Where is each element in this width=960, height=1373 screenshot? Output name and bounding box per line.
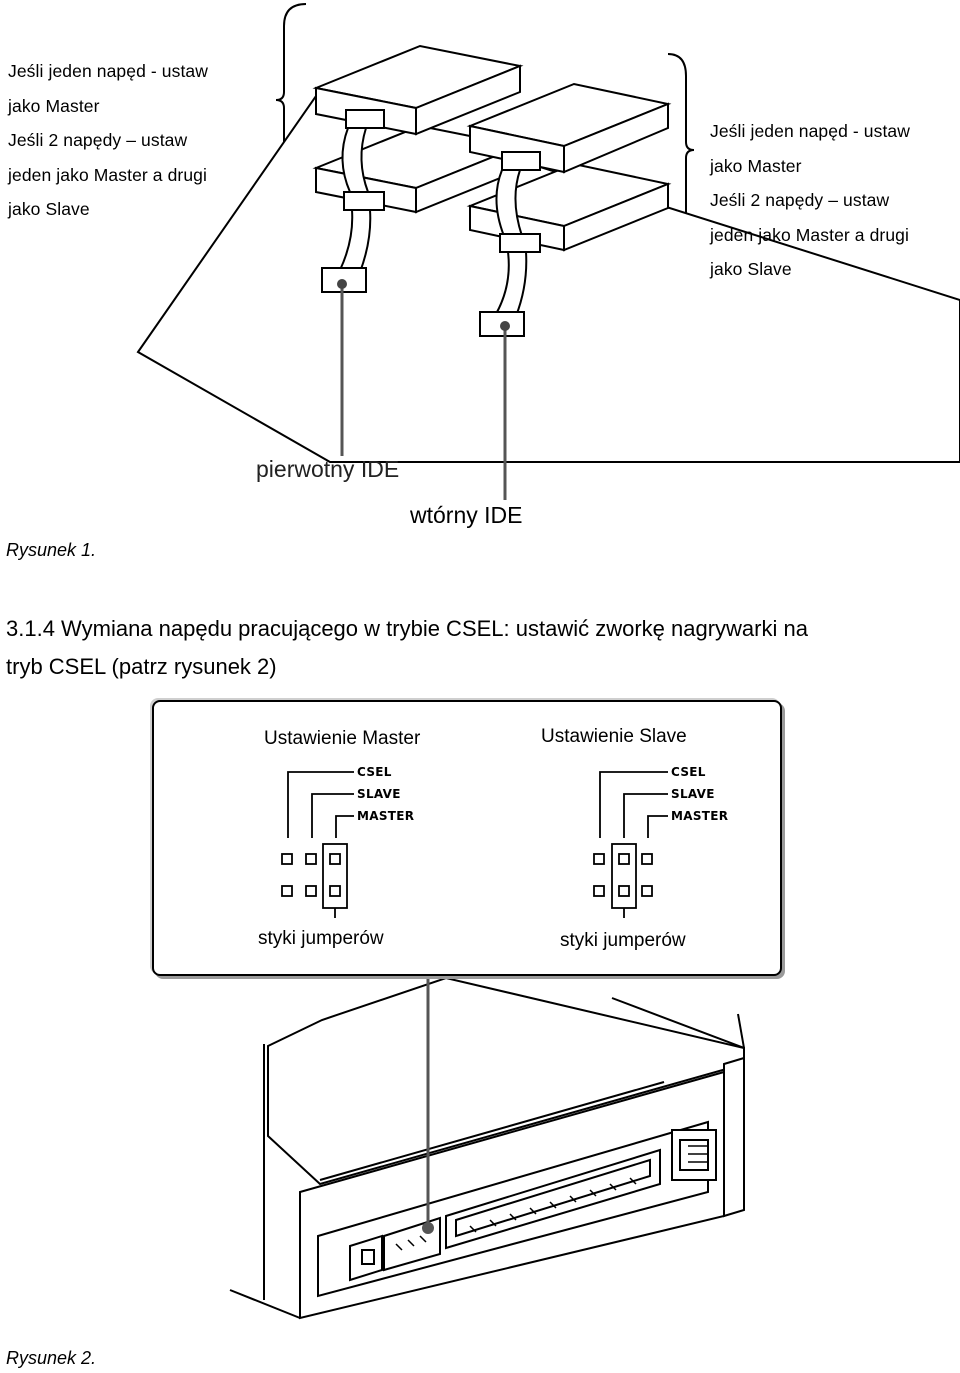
jumper-settings-panel: Ustawienie Master Ustawienie Slave — [152, 700, 782, 976]
right-note-line-2: jako Master — [710, 155, 802, 176]
figure1-caption: Rysunek 1. — [6, 540, 97, 560]
right-note-line-1: Jeśli jeden napęd - ustaw — [710, 121, 910, 141]
right-note: Jeśli jeden napęd - ustaw jako Master Je… — [710, 114, 960, 287]
section-line-1: 3.1.4 Wymiana napędu pracującego w trybi… — [6, 616, 808, 641]
master-contacts-label: styki jumperów — [258, 928, 384, 949]
left-note-line-2: jako Master — [8, 95, 100, 116]
secondary-ide-label: wtórny IDE — [410, 502, 523, 528]
jumper-diagrams — [281, 771, 668, 918]
left-note: Jeśli jeden napęd - ustaw jako Master Je… — [8, 54, 256, 227]
figure2-caption: Rysunek 2. — [6, 1348, 97, 1368]
slave-pin-csel: CSEL — [671, 765, 706, 779]
master-pin-csel: CSEL — [357, 765, 392, 779]
slave-pin-slave: SLAVE — [671, 787, 715, 801]
left-note-line-4: jeden jako Master a drugi — [8, 164, 207, 185]
master-pin-master: MASTER — [357, 809, 415, 823]
primary-drive-top — [312, 44, 524, 136]
right-note-line-5: jako Slave — [710, 259, 792, 279]
left-note-line-5: jako Slave — [8, 199, 90, 219]
slave-pin-master: MASTER — [671, 809, 729, 823]
section-text: 3.1.4 Wymiana napędu pracującego w trybi… — [6, 610, 908, 686]
master-setting-title: Ustawienie Master — [264, 728, 421, 749]
slave-contacts-label: styki jumperów — [560, 930, 686, 951]
left-note-line-3: Jeśli 2 napędy – ustaw — [8, 130, 188, 150]
figure1-drawing — [136, 3, 960, 500]
primary-ide-label: pierwotny IDE — [256, 456, 400, 482]
secondary-cable — [479, 151, 541, 337]
right-note-line-4: jeden jako Master a drugi — [710, 224, 909, 245]
right-note-line-3: Jeśli 2 napędy – ustaw — [710, 190, 890, 210]
master-pin-slave: SLAVE — [357, 787, 401, 801]
slave-setting-title: Ustawienie Slave — [541, 726, 687, 747]
left-note-line-1: Jeśli jeden napęd - ustaw — [8, 61, 208, 81]
section-line-2: tryb CSEL (patrz rysunek 2) — [6, 654, 277, 679]
